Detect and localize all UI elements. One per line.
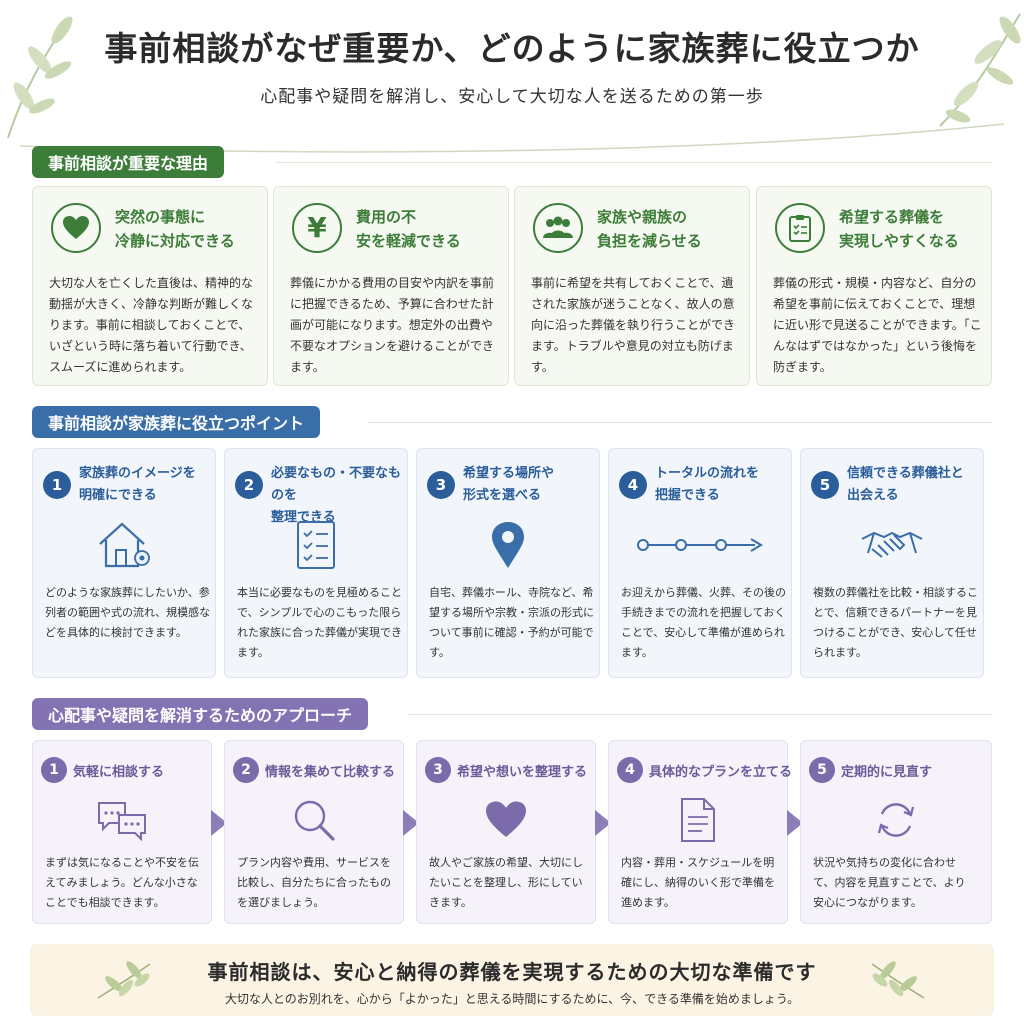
point-body: どのような家族葬にしたいか、参列者の範囲や式の流れ、規模感などを具体的に検討でき… <box>45 586 211 639</box>
refresh-icon <box>801 793 991 847</box>
reason-title: 希望する葬儀を 実現しやすくなる <box>839 208 959 250</box>
step-number-badge: 3 <box>427 471 455 499</box>
point-card: 3 希望する場所や 形式を選べる 自宅、葬儀ホール、寺院など、希望する場所や宗教… <box>416 448 600 678</box>
reason-title: 突然の事態に 冷静に対応できる <box>115 208 235 250</box>
chat-bubbles-icon <box>33 793 211 847</box>
approach-title: 具体的なプランを立てる <box>649 765 793 780</box>
reason-title: 家族や親族の 負担を減らせる <box>597 208 702 250</box>
handshake-icon <box>801 515 983 575</box>
approach-body: まずは気になることや不安を伝えてみましょう。どんな小さなことでも相談できます。 <box>45 856 199 909</box>
leaf-sprig-right-icon <box>871 961 925 999</box>
point-title: トータルの流れを 把握できる <box>655 466 760 503</box>
reason-title: 費用の不 安を軽減できる <box>356 208 461 250</box>
point-card: 4 トータルの流れを 把握できる お迎えから葬儀、火葬、その後の手続きまでの流れ… <box>608 448 792 678</box>
heart-icon <box>417 793 595 847</box>
point-body: 自宅、葬儀ホール、寺院など、希望する場所や宗教・宗派の形式について事前に確認・予… <box>429 586 594 659</box>
approach-card: 4 具体的なプランを立てる 内容・葬用・スケジュールを明確にし、納得のいく形で準… <box>608 740 793 924</box>
leaf-branch-top-left-icon <box>7 16 73 139</box>
step-number-badge: 2 <box>233 757 259 783</box>
clipboard-icon <box>775 203 825 253</box>
footer-banner: 事前相談は、安心と納得の葬儀を実現するための大切な準備です 大切な人とのお別れを… <box>30 944 994 1016</box>
point-title: 希望する場所や 形式を選べる <box>463 466 555 503</box>
section-divider <box>368 422 992 423</box>
point-body: お迎えから葬儀、火葬、その後の手続きまでの流れを把握しておくことで、安心して準備… <box>621 586 786 659</box>
reason-body: 葬儀の形式・規模・内容など、自分の希望を事前に伝えておくことで、理想に近い形で見… <box>773 276 982 374</box>
heart-icon <box>51 203 101 253</box>
timeline-icon <box>609 515 791 575</box>
approach-card: 5 定期的に見直す 状況や気持ちの変化に合わせて、内容を見直すことで、より安心に… <box>800 740 992 924</box>
reason-card: 突然の事態に 冷静に対応できる 大切な人を亡くした直後は、精神的な動揺が大きく、… <box>32 186 268 386</box>
leaf-sprig-left-icon <box>97 961 151 999</box>
point-body: 本当に必要なものを見極めることで、シンプルで心のこもった限られた家族に合った葬儀… <box>237 586 402 659</box>
point-body: 複数の葬儀社を比較・相談することで、信頼できるパートナーを見つけることができ、安… <box>813 586 978 659</box>
flow-arrow-icon <box>211 810 227 836</box>
page-subtitle: 心配事や疑問を解消し、安心して大切な人を送るための第一歩 <box>260 87 764 107</box>
location-pin-icon <box>417 515 599 575</box>
leaf-branch-top-right-icon <box>939 13 1021 127</box>
approach-card: 2 情報を集めて比較する プラン内容や費用、サービスを比較し、自分たちに合ったも… <box>224 740 404 924</box>
approach-title: 気軽に相談する <box>73 765 165 780</box>
yen-icon: ¥ <box>292 203 342 253</box>
step-number-badge: 1 <box>41 757 67 783</box>
reason-card: 希望する葬儀を 実現しやすくなる 葬儀の形式・規模・内容など、自分の希望を事前に… <box>756 186 992 386</box>
section-label-reasons: 事前相談が重要な理由 <box>32 146 225 178</box>
document-icon <box>609 793 787 847</box>
point-card: 2 必要なもの・不要なものを 整理できる 本当に必要なものを見極めることで、シン… <box>224 448 408 678</box>
section-divider <box>408 714 992 715</box>
step-number-badge: 1 <box>43 471 71 499</box>
section-label-points: 事前相談が家族葬に役立つポイント <box>32 406 321 438</box>
approach-body: 状況や気持ちの変化に合わせて、内容を見直すことで、より安心につながります。 <box>813 856 966 909</box>
approach-title: 希望や想いを整理する <box>457 765 588 780</box>
page-title: 事前相談がなぜ重要か、どのように家族葬に役立つか <box>104 29 920 68</box>
reason-body: 葬儀にかかる費用の目安や内訳を事前に把握できるため、予算に合わせた計画が可能にな… <box>290 276 495 374</box>
magnifier-icon <box>225 793 403 847</box>
point-title: 信頼できる葬儀社と 出会える <box>847 466 964 503</box>
approach-body: プラン内容や費用、サービスを比較し、自分たちに合ったものを選びましょう。 <box>237 856 391 909</box>
reason-card: 家族や親族の 負担を減らせる 事前に希望を共有しておくことで、遺された家族が迷う… <box>514 186 750 386</box>
approach-card: 1 気軽に相談する まずは気になることや不安を伝えてみましょう。どんな小さなこと… <box>32 740 212 924</box>
house-icon <box>33 515 215 575</box>
section-divider <box>276 162 992 163</box>
step-number-badge: 2 <box>235 471 263 499</box>
flow-arrow-icon <box>403 810 419 836</box>
reason-card: ¥ 費用の不 安を軽減できる 葬儀にかかる費用の目安や内訳を事前に把握できるため… <box>273 186 509 386</box>
point-card: 5 信頼できる葬儀社と 出会える 複数の葬儀社を比較・相談することで、信頼できる… <box>800 448 984 678</box>
flow-arrow-icon <box>595 810 611 836</box>
approach-title: 定期的に見直す <box>841 765 933 780</box>
step-number-badge: 3 <box>425 757 451 783</box>
approach-body: 内容・葬用・スケジュールを明確にし、納得のいく形で準備を進めます。 <box>621 856 775 909</box>
step-number-badge: 5 <box>811 471 839 499</box>
approach-title: 情報を集めて比較する <box>265 765 396 780</box>
approach-body: 故人やご家族の希望、大切にしたいことを整理し、形にしていきます。 <box>429 856 583 909</box>
approach-card: 3 希望や想いを整理する 故人やご家族の希望、大切にしたいことを整理し、形にして… <box>416 740 596 924</box>
step-number-badge: 4 <box>619 471 647 499</box>
footer-title: 事前相談は、安心と納得の葬儀を実現するための大切な準備です <box>207 960 817 984</box>
flow-arrow-icon <box>787 810 803 836</box>
footer-subtitle: 大切な人とのお別れを、心から「よかった」と思える時間にするために、今、できる準備… <box>224 992 800 1006</box>
family-icon <box>533 203 583 253</box>
point-title: 家族葬のイメージを 明確にできる <box>79 466 196 503</box>
point-card: 1 家族葬のイメージを 明確にできる どのような家族葬にしたいか、参列者の範囲や… <box>32 448 216 678</box>
checklist-icon <box>225 515 407 575</box>
step-number-badge: 4 <box>617 757 643 783</box>
step-number-badge: 5 <box>809 757 835 783</box>
section-label-approach: 心配事や疑問を解消するためのアプローチ <box>32 698 369 730</box>
reason-body: 大切な人を亡くした直後は、精神的な動揺が大きく、冷静な判断が難しくなります。事前… <box>49 276 254 374</box>
page-header: 事前相談がなぜ重要か、どのように家族葬に役立つか 心配事や疑問を解消し、安心して… <box>0 22 1024 107</box>
reason-body: 事前に希望を共有しておくことで、遺された家族が迷うことなく、故人の意向に沿った葬… <box>531 276 736 374</box>
